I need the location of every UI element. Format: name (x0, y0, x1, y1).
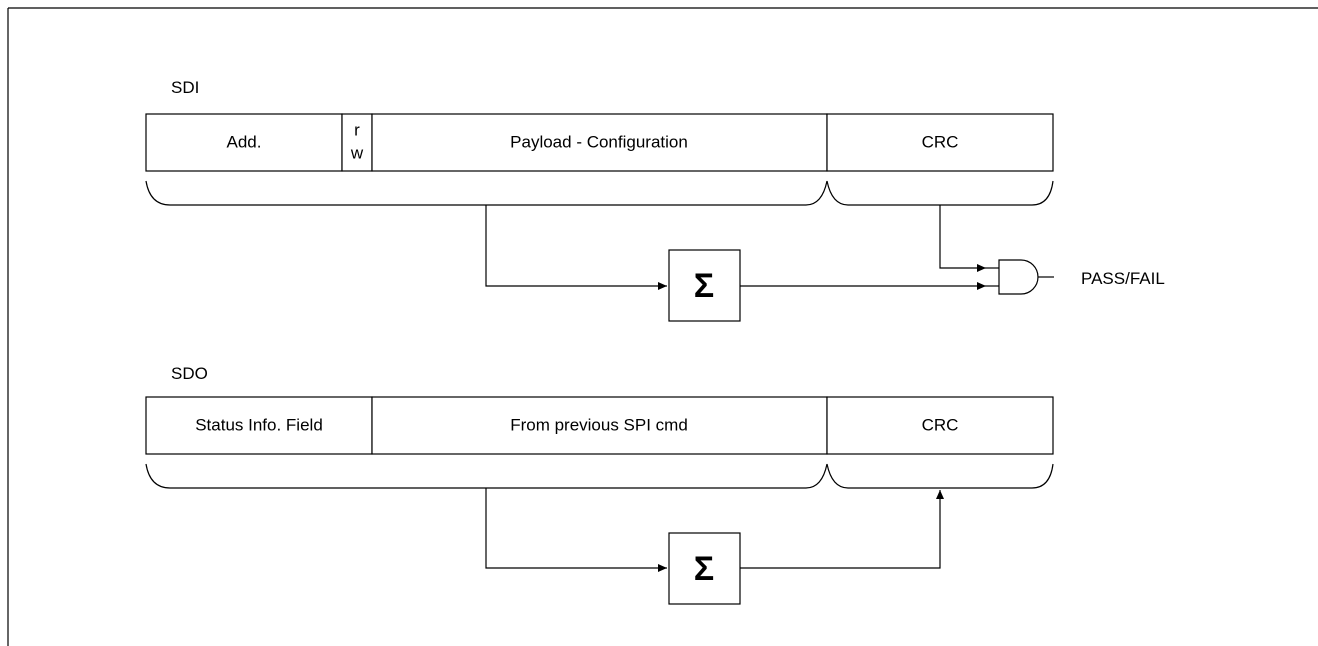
sdo-crc-label: CRC (922, 415, 959, 434)
sdo-previous-label: From previous SPI cmd (510, 415, 688, 434)
sdi-crc-to-gate-line (939, 205, 986, 272)
sdo-status-field (145, 396, 373, 455)
sdo-crc-brace (826, 463, 1054, 489)
sdo-sum-to-crc-line (740, 490, 944, 569)
sdo-label: SDO (171, 364, 208, 383)
sdi-sum-symbol: Σ (694, 267, 714, 305)
sdo-sum-block (668, 532, 741, 605)
sdo-previous-field (371, 396, 828, 455)
sdi-rw-label-r: r (354, 120, 360, 139)
sdo-frame: Status Info. Field From previous SPI cmd… (145, 396, 1054, 455)
sdo-data-brace (145, 463, 828, 489)
sdo-sum-symbol: Σ (694, 550, 714, 588)
sdi-payload-brace (145, 180, 828, 206)
sdi-rw-label-w: w (350, 143, 364, 162)
sdi-crc-brace (826, 180, 1054, 206)
sdi-payload-label: Payload - Configuration (510, 132, 688, 151)
sdi-address-field (145, 113, 343, 172)
sdi-payload-to-sum-line (485, 205, 667, 290)
sdi-payload-field (371, 113, 828, 172)
and-gate-body (998, 259, 1039, 295)
sdi-crc-field (826, 113, 1054, 172)
sdi-label: SDI (171, 78, 199, 97)
sdo-crc-field (826, 396, 1054, 455)
sdo-data-to-sum-line (485, 488, 667, 572)
sdo-status-label: Status Info. Field (195, 415, 323, 434)
sdi-crc-label: CRC (922, 132, 959, 151)
sdi-address-label: Add. (227, 132, 262, 151)
sdi-frame: Add. r w Payload - Configuration CRC (145, 113, 1054, 172)
pass-fail-label: PASS/FAIL (1081, 269, 1165, 288)
and-gate (986, 259, 1054, 295)
